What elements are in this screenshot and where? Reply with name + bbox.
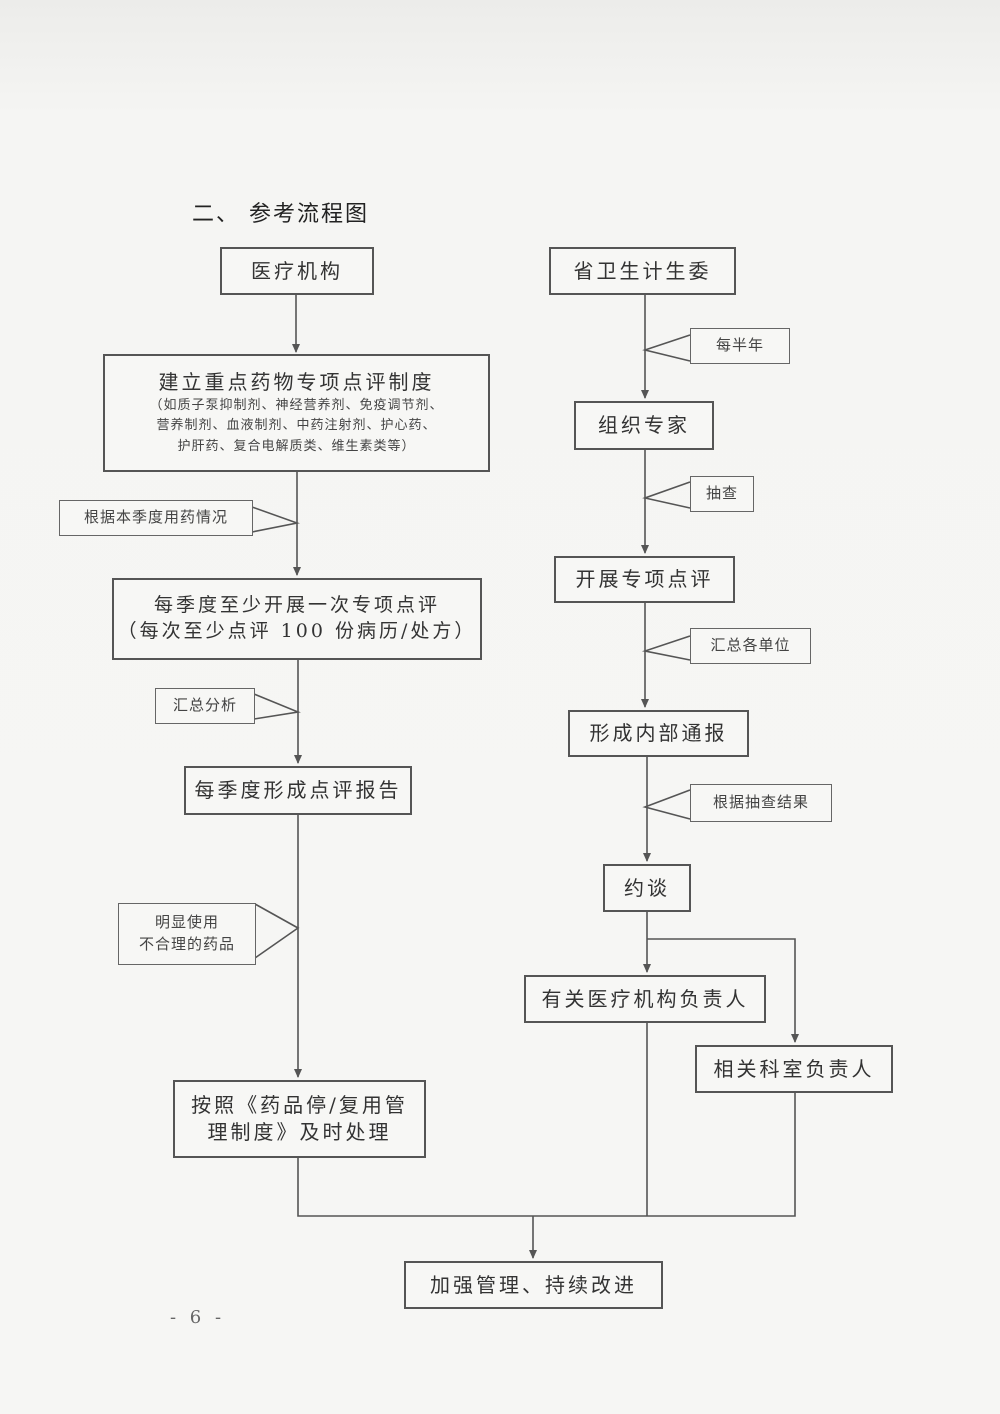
page-title: 二、 参考流程图 xyxy=(192,202,369,227)
box-department-head: 相关科室负责人 xyxy=(695,1045,893,1093)
note-irrational-connector xyxy=(254,903,300,959)
box-organize-experts: 组织专家 xyxy=(574,401,714,450)
note-aggregate-connector xyxy=(641,635,691,661)
note-label: 根据本季度用药情况 xyxy=(83,508,228,527)
box-label: 开展专项点评 xyxy=(575,567,714,591)
box-health-commission: 省卫生计生委 xyxy=(549,247,736,295)
box-label: 形成内部通报 xyxy=(589,721,728,745)
box-medical-institution: 医疗机构 xyxy=(220,247,374,295)
note-usage: 根据本季度用药情况 xyxy=(59,500,253,536)
merge-dept-head xyxy=(533,1092,796,1217)
note-label: 每半年 xyxy=(715,336,764,355)
note-results: 根据抽查结果 xyxy=(690,784,832,822)
note-results-connector xyxy=(642,789,691,820)
box-quarterly-review: 每季度至少开展一次专项点评 （每次至少点评 100 份病历/处方） xyxy=(112,578,482,660)
box-line-1: 每季度至少开展一次专项点评 xyxy=(153,594,440,617)
box-review-system: 建立重点药物专项点评制度 （如质子泵抑制剂、神经营养剂、免疫调节剂、 营养制剂、… xyxy=(103,354,490,472)
note-line-1: 明显使用 xyxy=(154,913,219,932)
box-detail-line-3: 护肝药、复合电解质类、维生素类等） xyxy=(177,438,416,454)
box-internal-bulletin: 形成内部通报 xyxy=(568,710,749,757)
note-half-year-connector xyxy=(642,334,691,362)
box-detail-line-1: （如质子泵抑制剂、神经营养剂、免疫调节剂、 xyxy=(149,398,444,414)
note-label: 抽查 xyxy=(705,484,738,503)
note-line-2: 不合理的药品 xyxy=(138,935,235,953)
box-detail-line-2: 营养制剂、血液制剂、中药注射剂、护心药、 xyxy=(156,418,437,434)
note-label: 根据抽查结果 xyxy=(712,793,809,812)
box-label: 省卫生计生委 xyxy=(573,258,712,283)
note-summary-connector xyxy=(253,693,301,720)
page-number: - 6 - xyxy=(170,1307,226,1328)
box-continuous-improvement: 加强管理、持续改进 xyxy=(404,1261,663,1309)
note-half-year: 每半年 xyxy=(690,328,790,364)
box-quarterly-report: 每季度形成点评报告 xyxy=(184,766,412,815)
box-conduct-review: 开展专项点评 xyxy=(554,556,735,603)
box-label: 约谈 xyxy=(624,875,670,900)
box-title: 建立重点药物专项点评制度 xyxy=(158,370,435,395)
box-line-1: 按照《药品停/复用管 xyxy=(191,1093,408,1117)
note-aggregate: 汇总各单位 xyxy=(690,628,811,664)
merge-left xyxy=(297,1158,533,1217)
box-label: 组织专家 xyxy=(598,413,690,437)
box-label: 相关科室负责人 xyxy=(713,1056,875,1081)
note-spot-check-connector xyxy=(642,481,691,509)
note-usage-connector xyxy=(251,506,300,533)
box-label: 每季度形成点评报告 xyxy=(194,778,402,802)
box-line-2: 理制度》及时处理 xyxy=(207,1120,392,1144)
note-irrational-drugs: 明显使用 不合理的药品 xyxy=(118,903,256,965)
box-label: 有关医疗机构负责人 xyxy=(541,986,749,1011)
note-spot-check: 抽查 xyxy=(690,476,754,512)
box-label: 加强管理、持续改进 xyxy=(430,1272,637,1297)
note-label: 汇总分析 xyxy=(172,696,237,715)
arrow-interview-to-dept-head xyxy=(647,938,799,1043)
box-label: 医疗机构 xyxy=(251,258,343,283)
box-interview: 约谈 xyxy=(603,864,691,912)
note-summary: 汇总分析 xyxy=(155,688,255,724)
box-line-2: （每次至少点评 100 份病历/处方） xyxy=(117,620,477,642)
box-handle-per-policy: 按照《药品停/复用管 理制度》及时处理 xyxy=(173,1080,426,1158)
box-institution-head: 有关医疗机构负责人 xyxy=(524,975,766,1023)
note-label: 汇总各单位 xyxy=(710,636,791,655)
